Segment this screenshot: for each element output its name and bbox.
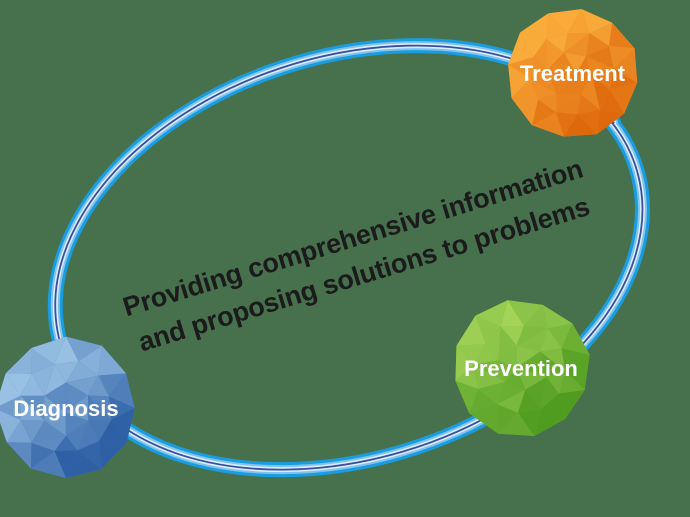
sphere-prevention-label: Prevention (464, 356, 578, 381)
sphere-prevention-facets (455, 300, 590, 436)
sphere-diagnosis: Diagnosis (0, 336, 135, 479)
sphere-diagnosis-facets (0, 336, 135, 479)
sphere-treatment-label: Treatment (520, 61, 626, 86)
ring-layer-core-line (54, 44, 644, 471)
sphere-diagnosis-label: Diagnosis (13, 396, 118, 421)
sphere-prevention: Prevention (455, 300, 590, 436)
sphere-treatment-facets (508, 9, 638, 137)
cycle-ring (47, 38, 650, 478)
sphere-treatment: Treatment (508, 9, 638, 137)
